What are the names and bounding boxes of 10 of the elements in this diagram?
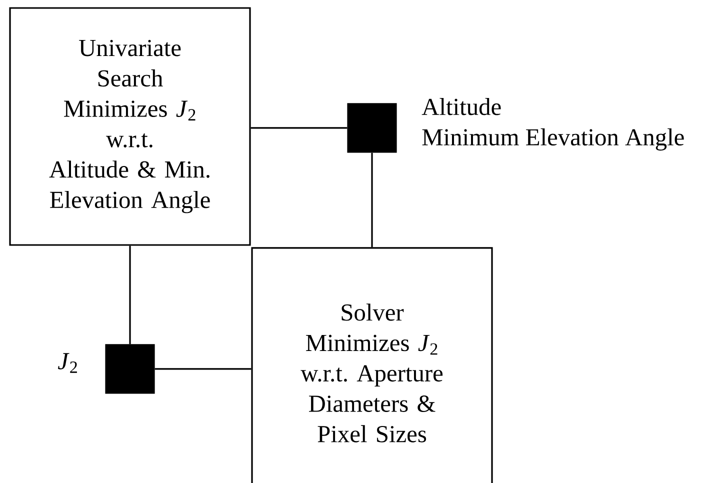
filled-square xyxy=(347,103,397,153)
side-label: Altitude Minimum Elevation Angle xyxy=(422,98,684,151)
process-box: Univariate Search Minimizes J$_{2}$ w.r.t. Altitude & Min. Elevation Angle xyxy=(9,7,251,246)
filled-square xyxy=(105,344,155,394)
connector-line xyxy=(154,368,252,370)
connector-line xyxy=(129,246,131,344)
process-box: Solver Minimizes J$_{2}$ w.r.t. Aperture Diameters & Pixel Sizes xyxy=(251,247,493,483)
connector-line xyxy=(371,152,373,248)
connector-line xyxy=(250,127,348,129)
side-label: J$_{2}$ xyxy=(58,353,77,373)
